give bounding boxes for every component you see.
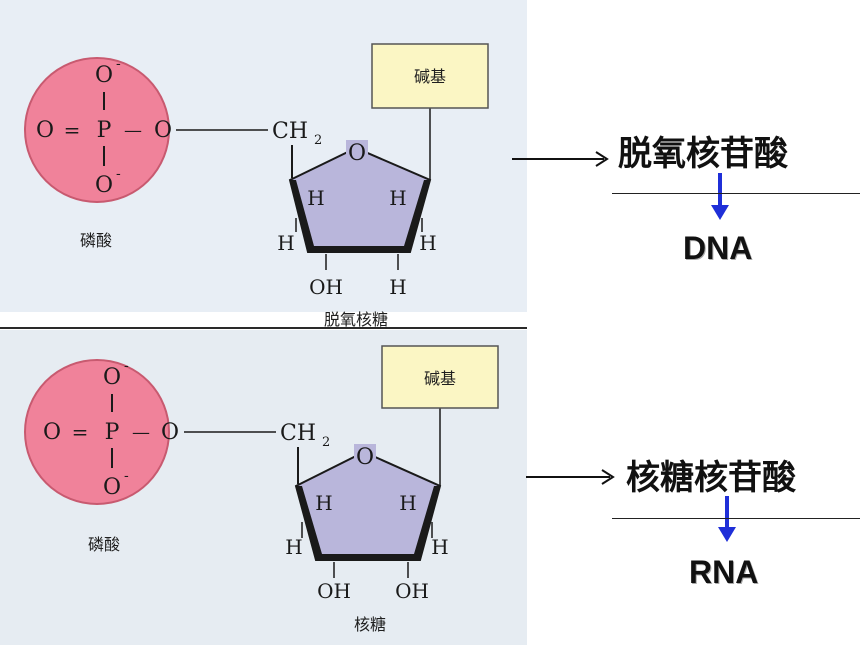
ch2-subscript: 2 <box>322 435 330 450</box>
h-lower-left: H <box>277 231 294 255</box>
right-arrow-top-head <box>595 151 609 167</box>
down-arrow-top-head <box>711 205 729 220</box>
h-upper-right: H <box>399 491 416 515</box>
phosphate-circle <box>24 57 170 203</box>
panel-divider <box>0 327 527 329</box>
right-arrow-bottom-head <box>601 469 615 485</box>
phosphate-bottom-charge: - <box>124 468 129 484</box>
phosphate-double-bond: = <box>72 420 89 444</box>
dna-label: DNA <box>683 230 753 266</box>
phosphorus: P <box>105 420 120 445</box>
rna-label: RNA <box>689 554 759 590</box>
phosphate-caption: 磷酸 <box>80 231 112 250</box>
bottom-separator <box>612 518 860 519</box>
down-arrow-bottom-head <box>718 527 736 542</box>
sugar-caption: 核糖 <box>354 615 386 634</box>
ring-oxygen-gap <box>346 140 368 160</box>
ribonucleotide-structure: O - O = P — O O - 磷酸 CH 2 O H H H H OH O… <box>24 345 499 634</box>
phosphate-left-oxygen: O <box>36 118 54 143</box>
phosphate-double-bond: = <box>64 118 81 142</box>
ring-oxygen: O <box>356 445 374 470</box>
phosphate-caption: 磷酸 <box>88 535 120 554</box>
phosphate-right-oxygen: O <box>154 118 172 143</box>
phosphate-single-bond: — <box>132 422 150 443</box>
phosphorus: P <box>97 118 112 143</box>
c3-hydroxyl: OH <box>309 275 343 299</box>
c2-hydroxyl: OH <box>395 579 429 603</box>
ch2-label: CH <box>272 119 308 144</box>
ring-oxygen-gap <box>354 444 376 464</box>
phosphate-top-oxygen: O <box>103 365 121 390</box>
sugar-caption: 脱氧核糖 <box>324 310 388 329</box>
c3-hydroxyl: OH <box>317 579 351 603</box>
phosphate-right-oxygen: O <box>161 420 179 445</box>
h-lower-right: H <box>431 535 448 559</box>
base-label: 碱基 <box>424 369 456 388</box>
deoxyribonucleotide-structure: O - O = P — O O - 磷酸 CH 2 O H H H H OH H… <box>24 43 489 329</box>
phosphate-single-bond: — <box>124 120 142 141</box>
phosphate-top-oxygen: O <box>95 63 113 88</box>
h-lower-right: H <box>419 231 436 255</box>
phosphate-left-oxygen: O <box>43 420 61 445</box>
h-upper-left: H <box>307 186 324 210</box>
top-separator <box>612 193 860 194</box>
ch2-label: CH <box>280 421 316 446</box>
c2-hydrogen: H <box>389 275 406 299</box>
phosphate-bottom-oxygen: O <box>95 173 113 198</box>
phosphate-bottom-charge: - <box>116 166 121 182</box>
base-box <box>381 345 499 409</box>
phosphate-bottom-oxygen: O <box>103 475 121 500</box>
h-lower-left: H <box>285 535 302 559</box>
deoxyribonucleotide-label: 脱氧核苷酸 <box>618 134 788 174</box>
phosphate-circle <box>24 359 170 505</box>
ribonucleotide-diagram: O - O = P — O O - 磷酸 CH 2 O H H H H OH O… <box>0 330 527 645</box>
ring-oxygen: O <box>348 141 366 166</box>
ch2-subscript: 2 <box>314 133 322 148</box>
h-upper-right: H <box>389 186 406 210</box>
base-label: 碱基 <box>414 67 446 86</box>
phosphate-top-charge: - <box>116 56 121 72</box>
deoxyribonucleotide-diagram: O - O = P — O O - 磷酸 CH 2 O H H H H OH H… <box>0 0 527 329</box>
base-box <box>371 43 489 109</box>
phosphate-top-charge: - <box>124 358 129 374</box>
h-upper-left: H <box>315 491 332 515</box>
ribonucleotide-label: 核糖核苷酸 <box>626 458 796 498</box>
